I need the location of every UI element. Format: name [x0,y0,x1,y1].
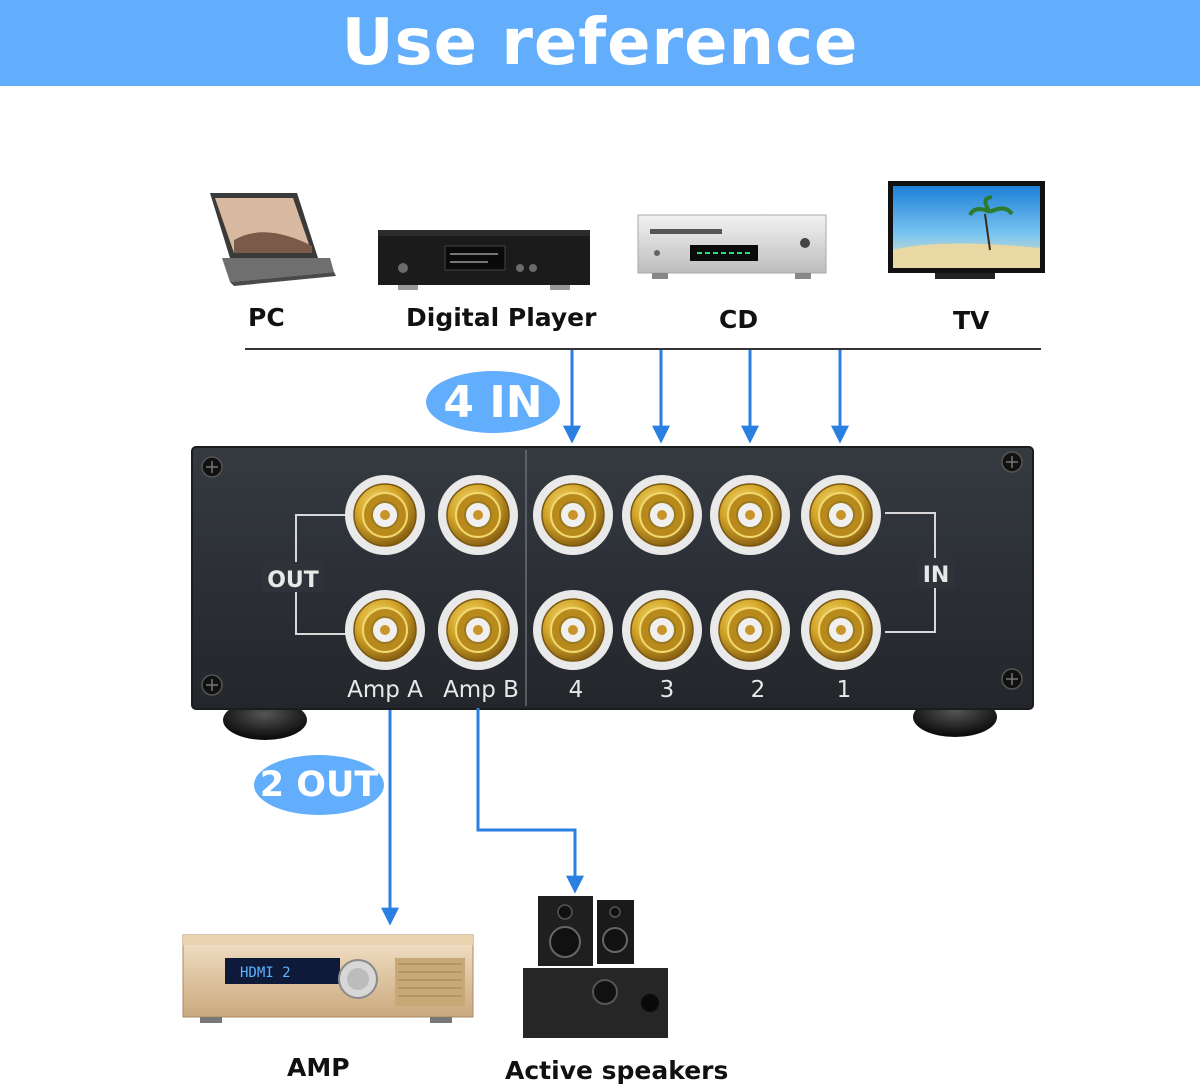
rca-jack-icon [438,475,518,555]
rca-jack-icon [533,475,613,555]
rca-jack-icon [533,590,613,670]
source-label-pc: PC [248,303,285,332]
title-banner: Use reference [0,0,1200,86]
page-title: Use reference [341,6,859,80]
rca-jacks [345,475,881,670]
port-label-amp-a: Amp A [347,677,423,703]
port-label-amp-b: Amp B [443,677,519,703]
in-label: IN [923,563,950,588]
rca-jack-icon [345,590,425,670]
out-label: OUT [267,568,319,593]
source-label-tv: TV [953,306,990,335]
svg-text:HDMI 2: HDMI 2 [240,965,291,981]
port-label-3: 3 [660,677,675,703]
rca-jack-icon [801,590,881,670]
rca-jack-icon [438,590,518,670]
rca-jack-icon [710,475,790,555]
laptop-icon [210,193,336,286]
output-arrows [381,708,584,926]
tv-icon [888,181,1045,279]
rca-jack-icon [710,590,790,670]
source-label-cd: CD [719,305,759,334]
amplifier-icon: HDMI 2 [182,934,474,1023]
digital-player-icon [378,230,590,290]
rca-jack-icon [345,475,425,555]
port-label-2: 2 [751,677,766,703]
badge-4-in: 4 IN [426,371,560,433]
switcher-box: OUT IN Amp A Amp B 4 3 2 1 [191,446,1034,740]
port-label-1: 1 [837,677,852,703]
port-label-4: 4 [569,677,584,703]
cd-player-icon [637,214,827,279]
rca-jack-icon [622,475,702,555]
destination-label-active-speakers: Active speakers [505,1056,729,1085]
rca-jack-icon [801,475,881,555]
input-arrows [563,350,849,444]
source-label-digital-player: Digital Player [406,303,597,332]
rca-jack-icon [622,590,702,670]
destination-label-amp: AMP [287,1053,350,1082]
speakers-icon [523,896,668,1038]
badge-2-out: 2 OUT [254,755,384,815]
